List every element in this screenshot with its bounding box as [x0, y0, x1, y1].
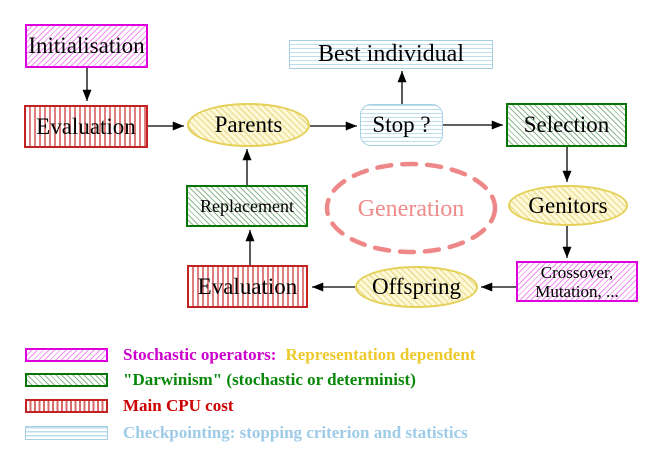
- node-parents: Parents: [187, 103, 310, 147]
- node-crossover-label-line2: Mutation, ...: [535, 281, 619, 301]
- generation-label: Generation: [357, 195, 465, 222]
- node-evaluation-bottom-label: Evaluation: [197, 273, 298, 299]
- legend-label-stochastic-operators: Stochastic operators:: [123, 345, 277, 364]
- legend-label-representation-dependent: Representation dependent: [285, 345, 476, 364]
- legend-row-stochastic-operators: Stochastic operators: Representation dep…: [25, 345, 476, 364]
- node-replacement-label: Replacement: [200, 195, 294, 216]
- node-selection: Selection: [506, 103, 627, 147]
- legend-swatch-darwinism: [25, 373, 108, 387]
- legend-swatch-main-cpu-cost: [25, 399, 108, 413]
- node-offspring-label: Offspring: [371, 274, 461, 299]
- node-replacement: Replacement: [186, 185, 308, 227]
- node-initialisation: Initialisation: [25, 24, 148, 68]
- node-best-individual: Best individual: [289, 40, 493, 69]
- node-parents-label: Parents: [214, 112, 283, 137]
- node-selection-label: Selection: [523, 112, 610, 137]
- legend-swatch-stochastic-operators: [25, 348, 108, 362]
- node-genitors: Genitors: [508, 185, 628, 226]
- node-crossover-mutation: Crossover, Mutation, ...: [516, 261, 638, 302]
- legend-label-main-cpu-cost: Main CPU cost: [123, 396, 234, 415]
- legend-row-checkpointing: Checkpointing: stopping criterion and st…: [25, 423, 477, 442]
- node-genitors-label: Genitors: [528, 192, 608, 218]
- legend-row-darwinism: "Darwinism" (stochastic or determinist): [25, 370, 425, 389]
- node-stop: Stop ?: [360, 104, 443, 146]
- node-offspring: Offspring: [355, 266, 478, 308]
- node-evaluation-bottom: Evaluation: [187, 265, 308, 308]
- node-evaluation-top-label: Evaluation: [36, 113, 136, 139]
- legend-row-main-cpu-cost: Main CPU cost: [25, 396, 242, 415]
- node-evaluation-top: Evaluation: [24, 105, 148, 148]
- node-crossover-label-line1: Crossover,: [540, 262, 614, 282]
- node-initialisation-label: Initialisation: [28, 33, 145, 58]
- legend-label-checkpointing: Checkpointing: stopping criterion and st…: [123, 423, 468, 442]
- node-stop-label: Stop ?: [372, 112, 431, 137]
- legend-label-darwinism: "Darwinism" (stochastic or determinist): [123, 370, 416, 389]
- legend-swatch-checkpointing: [25, 426, 108, 440]
- node-best-individual-label: Best individual: [318, 41, 464, 67]
